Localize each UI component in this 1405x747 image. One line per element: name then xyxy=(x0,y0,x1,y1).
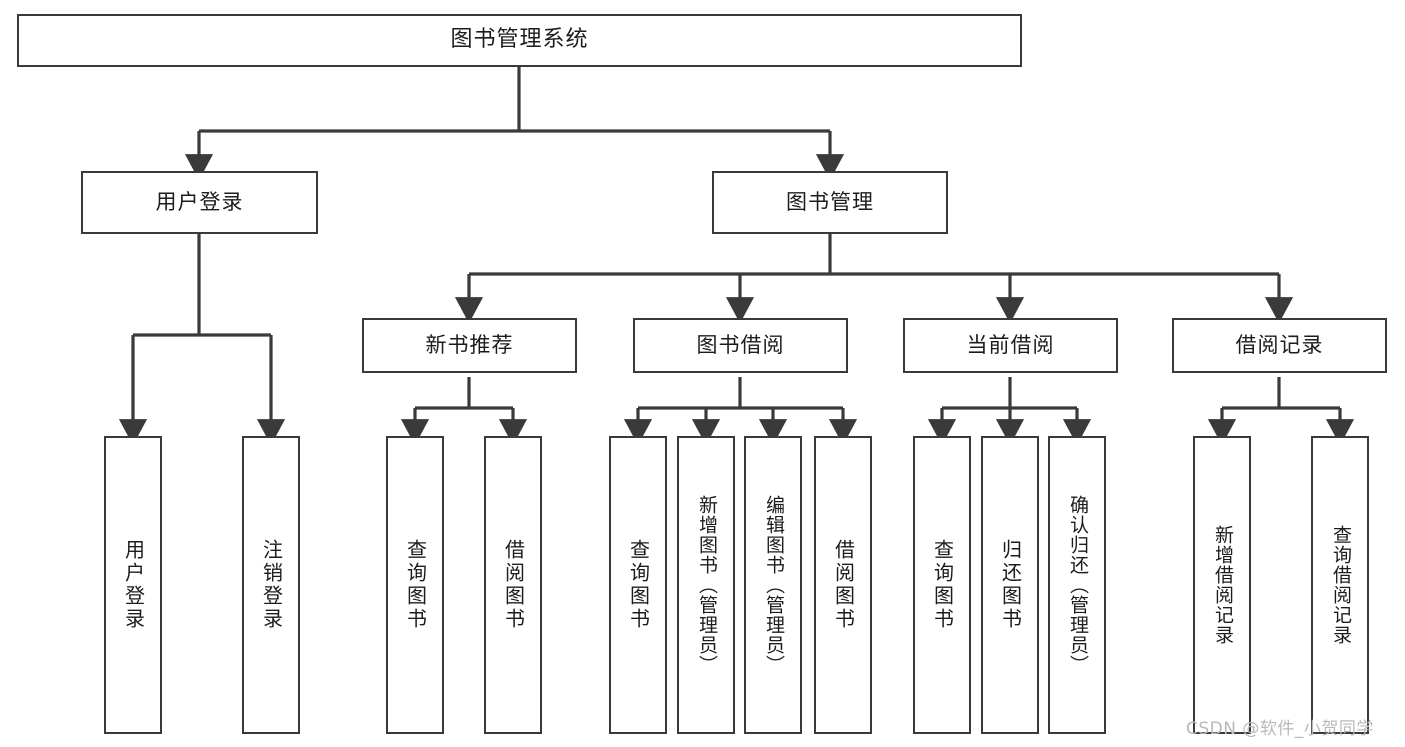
node-user-login[interactable]: 用户登录 xyxy=(81,171,318,234)
leaf-record-query-record[interactable]: 查询借阅记录 xyxy=(1311,436,1369,734)
leaf-label: 新增借阅记录 xyxy=(1211,525,1234,645)
leaf-label: 新增图书（管理员） xyxy=(695,495,718,675)
leaf-borrow-add-book-admin[interactable]: 新增图书（管理员） xyxy=(677,436,735,734)
leaf-borrow-borrow-book[interactable]: 借阅图书 xyxy=(814,436,872,734)
node-book-management[interactable]: 图书管理 xyxy=(712,171,948,234)
leaf-label: 归还图书 xyxy=(998,539,1023,631)
node-book-borrow[interactable]: 图书借阅 xyxy=(633,318,848,373)
leaf-label: 注销登录 xyxy=(259,539,284,631)
leaf-current-confirm-return-admin[interactable]: 确认归还（管理员） xyxy=(1048,436,1106,734)
leaf-borrow-query-book[interactable]: 查询图书 xyxy=(609,436,667,734)
leaf-label: 查询图书 xyxy=(626,539,651,631)
node-current-borrow[interactable]: 当前借阅 xyxy=(903,318,1118,373)
node-new-book-recommend[interactable]: 新书推荐 xyxy=(362,318,577,373)
leaf-label: 借阅图书 xyxy=(831,539,856,631)
leaf-label: 编辑图书（管理员） xyxy=(762,495,785,675)
node-root-system[interactable]: 图书管理系统 xyxy=(17,14,1022,67)
leaf-label: 查询借阅记录 xyxy=(1329,525,1352,645)
leaf-new-book-query[interactable]: 查询图书 xyxy=(386,436,444,734)
leaf-label: 查询图书 xyxy=(930,539,955,631)
leaf-record-add-record[interactable]: 新增借阅记录 xyxy=(1193,436,1251,734)
leaf-label: 借阅图书 xyxy=(501,539,526,631)
leaf-user-login-logout[interactable]: 注销登录 xyxy=(242,436,300,734)
leaf-borrow-edit-book-admin[interactable]: 编辑图书（管理员） xyxy=(744,436,802,734)
csdn-watermark: CSDN @软件_小贺同学 xyxy=(1186,719,1374,739)
leaf-new-book-borrow[interactable]: 借阅图书 xyxy=(484,436,542,734)
leaf-label: 查询图书 xyxy=(403,539,428,631)
node-borrow-record[interactable]: 借阅记录 xyxy=(1172,318,1387,373)
leaf-user-login-login[interactable]: 用户登录 xyxy=(104,436,162,734)
leaf-label: 确认归还（管理员） xyxy=(1066,495,1089,675)
leaf-current-return-book[interactable]: 归还图书 xyxy=(981,436,1039,734)
leaf-label: 用户登录 xyxy=(121,539,146,631)
leaf-current-query-book[interactable]: 查询图书 xyxy=(913,436,971,734)
